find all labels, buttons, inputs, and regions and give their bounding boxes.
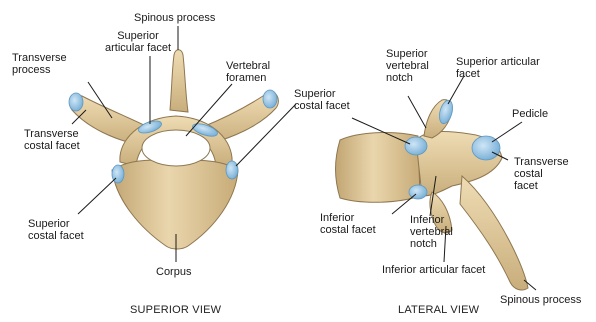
superior-view-title: SUPERIOR VIEW — [130, 304, 221, 316]
label-transverse-process: Transverse process — [12, 52, 67, 76]
lateral-superior-costal-facet — [405, 137, 427, 155]
label-superior-costal-facet-left: Superior costal facet — [28, 218, 84, 242]
label-superior-costal-facet-shared: Superior costal facet — [294, 88, 350, 112]
superior-spinous-process — [170, 50, 188, 112]
lateral-view-vertebra — [336, 99, 529, 290]
label-inferior-vertebral-notch: Inferior vertebral notch — [410, 214, 453, 250]
label-transverse-costal-facet-lateral: Transverse costal facet — [514, 156, 569, 192]
superior-right-transverse-costal-facet — [263, 90, 277, 108]
lateral-inferior-costal-facet — [409, 185, 427, 199]
label-transverse-costal-facet-superior: Transverse costal facet — [24, 128, 80, 152]
label-superior-vertebral-notch: Superior vertebral notch — [386, 48, 429, 84]
label-vertebral-foramen: Vertebral foramen — [226, 60, 270, 84]
superior-left-transverse-costal-facet — [69, 93, 83, 111]
label-pedicle: Pedicle — [512, 108, 548, 120]
label-superior-articular-facet-superior: Superior articular facet — [92, 30, 184, 54]
label-superior-articular-facet-lateral: Superior articular facet — [456, 56, 540, 80]
lateral-view-title: LATERAL VIEW — [398, 304, 479, 316]
label-corpus: Corpus — [156, 266, 191, 278]
superior-right-costal-facet — [226, 161, 238, 179]
label-spinous-process-lateral: Spinous process — [500, 294, 581, 306]
label-inferior-articular-facet: Inferior articular facet — [382, 264, 485, 276]
superior-corpus — [112, 160, 238, 249]
superior-vertebral-foramen — [142, 130, 210, 166]
label-spinous-process-superior: Spinous process — [134, 12, 215, 24]
label-inferior-costal-facet: Inferior costal facet — [320, 212, 376, 236]
